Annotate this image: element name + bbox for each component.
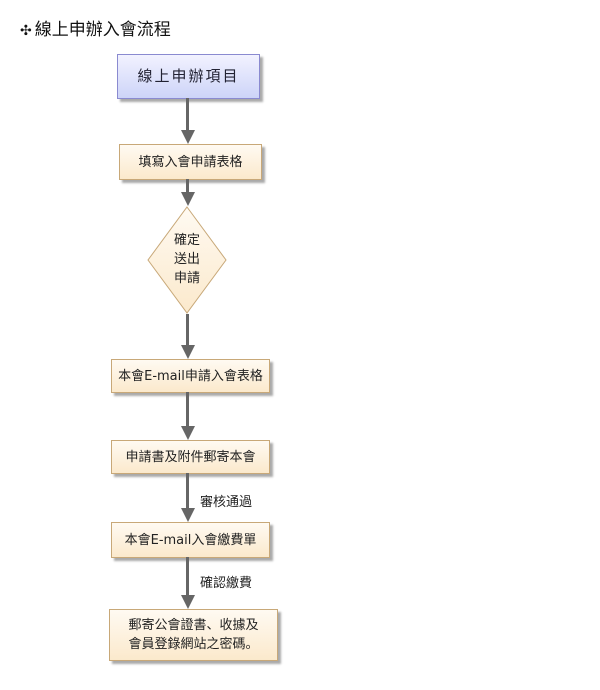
step-label: 申請書及附件郵寄本會	[125, 449, 256, 465]
step-mail-documents: 申請書及附件郵寄本會	[111, 440, 270, 474]
arrow-line	[186, 314, 189, 346]
arrow-line	[186, 179, 189, 193]
arrow-head-icon	[181, 508, 195, 522]
arrow-head-icon	[181, 345, 195, 359]
arrow-line	[186, 392, 189, 426]
arrow-line	[186, 557, 189, 595]
page-title: ✣線上申辦入會流程	[20, 15, 171, 40]
step-mail-certificate: 郵寄公會證書、收據及會員登錄網站之密碼。	[109, 609, 278, 661]
step-label: 填寫入會申請表格	[138, 154, 243, 170]
arrow-head-icon	[181, 192, 195, 206]
step-label: 郵寄公會證書、收據及	[128, 618, 259, 633]
decision-text: 確定送出申請	[147, 231, 227, 288]
arrow-head-icon	[181, 426, 195, 440]
arrow-head-icon	[181, 130, 195, 144]
decision-line: 送出	[173, 252, 200, 267]
step-online-application: 線上申辦項目	[117, 54, 260, 99]
arrow-line	[186, 98, 189, 130]
decision-line: 申請	[173, 271, 200, 286]
step-label: 本會E-mail申請入會表格	[118, 368, 263, 384]
step-label: 線上申辦項目	[137, 67, 240, 85]
decision-line: 確定	[173, 233, 200, 248]
edge-label-approved: 審核通過	[200, 495, 253, 510]
step-label: 本會E-mail入會繳費單	[124, 532, 257, 548]
step-fill-form: 填寫入會申請表格	[119, 144, 262, 180]
step-email-form: 本會E-mail申請入會表格	[111, 359, 270, 393]
step-label: 會員登錄網站之密碼。	[128, 637, 259, 652]
decision-confirm-submit: 確定送出申請	[147, 206, 227, 314]
four-diamonds-icon: ✣	[20, 23, 32, 39]
arrow-line	[186, 473, 189, 508]
arrow-head-icon	[181, 595, 195, 609]
title-text: 線上申辦入會流程	[34, 20, 171, 40]
edge-label-paid: 確認繳費	[200, 576, 253, 591]
step-email-invoice: 本會E-mail入會繳費單	[111, 522, 270, 558]
